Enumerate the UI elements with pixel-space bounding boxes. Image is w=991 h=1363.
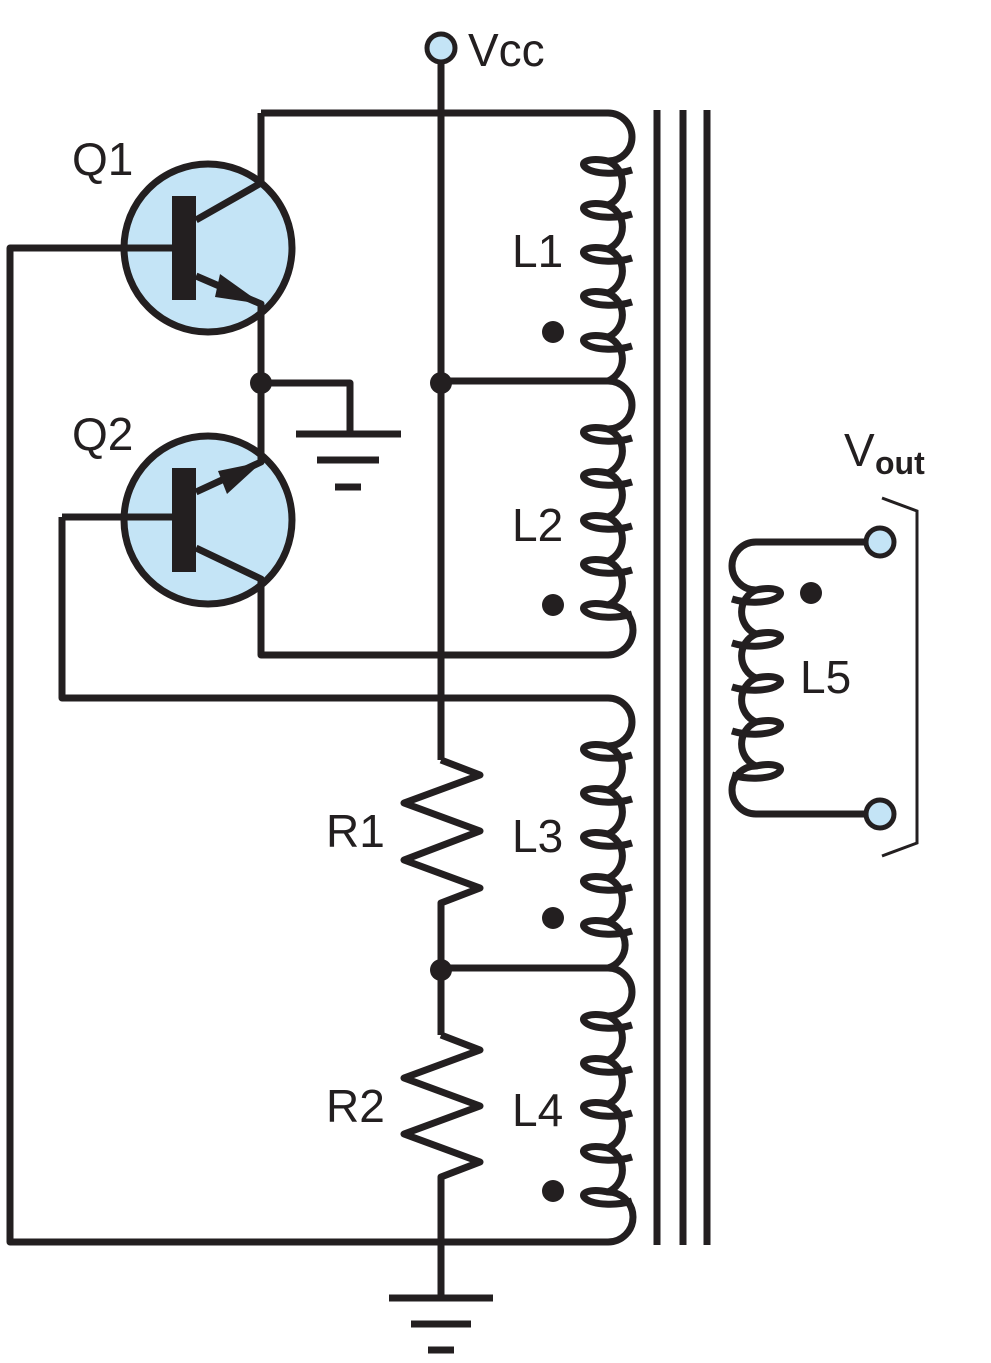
l1-label: L1 xyxy=(512,225,563,277)
l4-label: L4 xyxy=(512,1084,563,1136)
ground-symbol-mid xyxy=(296,430,401,491)
l1-polarity-dot xyxy=(542,321,564,343)
inductor-l4: L4 xyxy=(6,244,637,1246)
inductor-l5: L5 xyxy=(728,538,866,818)
junction-vcc-l1-l2 xyxy=(430,372,452,394)
vout-bracket xyxy=(881,496,919,858)
vout-terminal-top xyxy=(863,525,897,559)
vout-label-main: V xyxy=(844,424,875,476)
resistor-r1: R1 xyxy=(326,756,484,1035)
r2-label: R2 xyxy=(326,1080,385,1132)
vcc-terminal xyxy=(424,31,458,65)
l4-polarity-dot xyxy=(542,1180,564,1202)
transistor-q1: Q1 xyxy=(72,113,296,383)
l3-label: L3 xyxy=(512,810,563,862)
vcc-label: Vcc xyxy=(468,24,545,76)
r1-label: R1 xyxy=(326,805,385,857)
l3-polarity-dot xyxy=(542,907,564,929)
vout-terminal-bottom xyxy=(863,797,897,831)
q2-label: Q2 xyxy=(72,408,133,460)
l5-polarity-dot xyxy=(800,582,822,604)
l2-polarity-dot xyxy=(542,594,564,616)
q1-emitter-arrow xyxy=(215,274,262,304)
resistor-r2: R2 xyxy=(326,1031,484,1298)
vout-label-sub: out xyxy=(875,445,925,481)
transistor-q2: Q2 xyxy=(62,383,296,608)
ground-symbol-bottom xyxy=(389,1294,493,1354)
inductor-l2: L2 xyxy=(257,377,637,659)
inductor-l3: L3 xyxy=(58,517,636,972)
q2-emitter-arrow xyxy=(218,462,262,494)
inductor-l1: L1 xyxy=(261,109,636,385)
l2-label: L2 xyxy=(512,499,563,551)
l5-label: L5 xyxy=(800,651,851,703)
transformer-core xyxy=(653,110,711,1245)
q1-label: Q1 xyxy=(72,133,133,185)
